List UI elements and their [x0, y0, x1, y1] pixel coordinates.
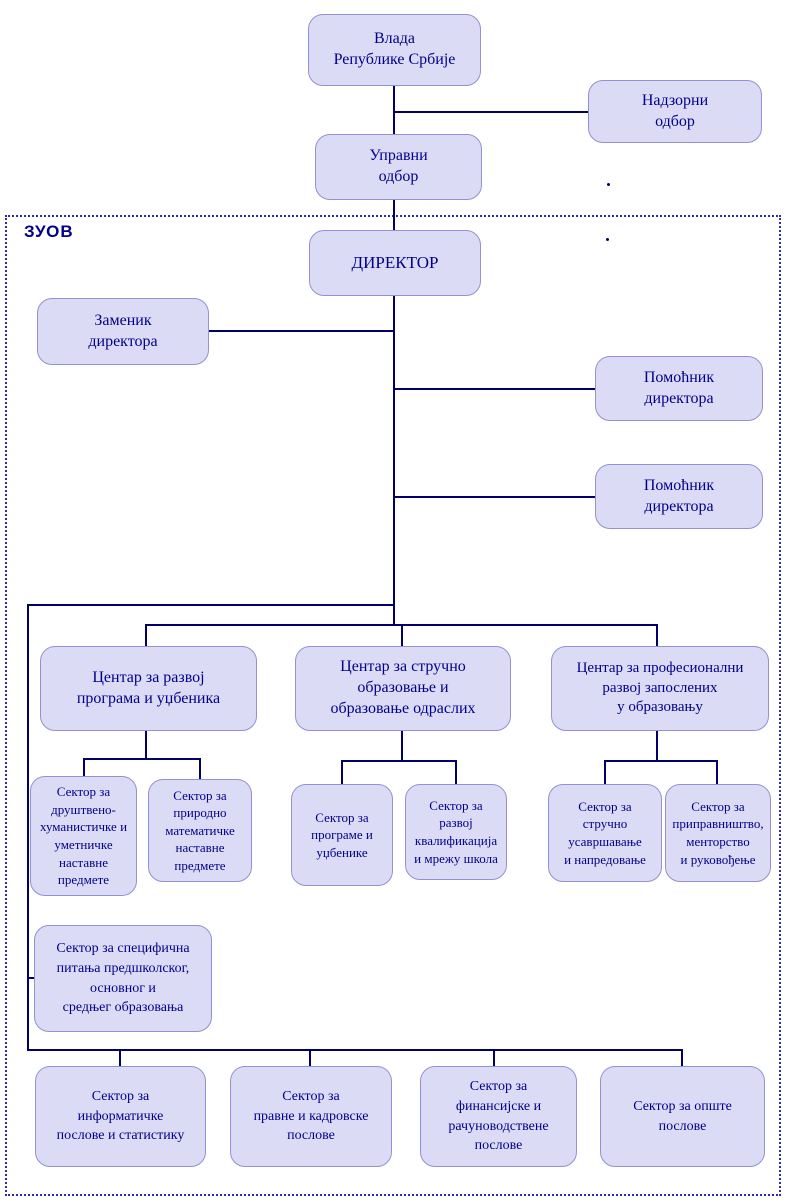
node-upravni-odbor: Управни одбор [315, 134, 482, 200]
node-sektor-specificna-pitanja: Сектор за специфична питања предшколског… [34, 925, 212, 1032]
connector-line [27, 604, 394, 606]
node-sektor-drustveno-humanisticke: Сектор за друштвено- хуманистичке и умет… [30, 776, 137, 896]
connector-line [145, 624, 147, 647]
connector-line [27, 1049, 683, 1051]
connector-line [604, 760, 606, 785]
connector-line [393, 86, 395, 134]
node-sektor-prirodno-matematicke: Сектор за природно математичке наставне … [148, 779, 252, 882]
connector-line [656, 731, 658, 762]
connector-line [27, 977, 35, 979]
node-sektor-pravne-kadrovske: Сектор за правне и кадровске послове [230, 1066, 392, 1167]
connector-line [716, 760, 718, 785]
connector-line [341, 760, 343, 785]
stray-dot [607, 183, 610, 186]
connector-line [83, 758, 201, 760]
connector-line [393, 296, 395, 626]
node-nadzorni-odbor: Надзорни одбор [588, 80, 762, 143]
node-pomocnik-direktora-2: Помоћник директора [595, 464, 763, 529]
connector-line [83, 758, 85, 777]
connector-line [401, 731, 403, 762]
connector-line [681, 1049, 683, 1067]
connector-line [493, 1049, 495, 1067]
node-sektor-finansijske: Сектор за финансијске и рачуноводствене … [420, 1066, 577, 1167]
connector-line [309, 1049, 311, 1067]
node-sektor-programe-udzbenike: Сектор за програме и уџбенике [291, 784, 393, 886]
stray-dot [606, 238, 609, 241]
connector-line [401, 624, 403, 647]
node-direktor: ДИРЕКТОР [309, 230, 481, 296]
connector-line [119, 1049, 121, 1067]
connector-line [145, 731, 147, 760]
frame-label-zuov: ЗУОВ [24, 222, 74, 241]
node-sektor-razvoj-kvalifikacija: Сектор за развој квалификација и мрежу ш… [405, 784, 507, 880]
node-centar-profesionalni-razvoj: Центар за професионални развој запослени… [551, 646, 769, 731]
node-centar-razvoj-programa: Центар за развој програма и уџбеника [40, 646, 257, 731]
connector-line [341, 760, 457, 762]
connector-line [604, 760, 718, 762]
node-vlada-republike-srbije: Влада Републике Србије [308, 14, 481, 86]
node-sektor-pripravnistvo: Сектор за приправништво, менторство и ру… [665, 784, 771, 882]
node-centar-strucno-obrazovanje: Центар за стручно образовање и образовањ… [295, 646, 511, 731]
node-sektor-informaticke: Сектор за информатичке послове и статист… [35, 1066, 206, 1167]
node-zamenik-direktora: Заменик директора [37, 298, 209, 365]
connector-line [394, 111, 588, 113]
connector-line [395, 388, 595, 390]
node-sektor-strucno-usavrsavanje: Сектор за стручно усавршавање и напредов… [548, 784, 662, 882]
connector-line [199, 758, 201, 780]
connector-line [656, 624, 658, 647]
connector-line [209, 330, 394, 332]
node-sektor-opste-poslove: Сектор за опште послове [600, 1066, 765, 1167]
connector-line [455, 760, 457, 785]
connector-line [393, 200, 395, 231]
connector-line [395, 496, 595, 498]
connector-line [27, 604, 29, 1051]
node-pomocnik-direktora-1: Помоћник директора [595, 356, 763, 421]
